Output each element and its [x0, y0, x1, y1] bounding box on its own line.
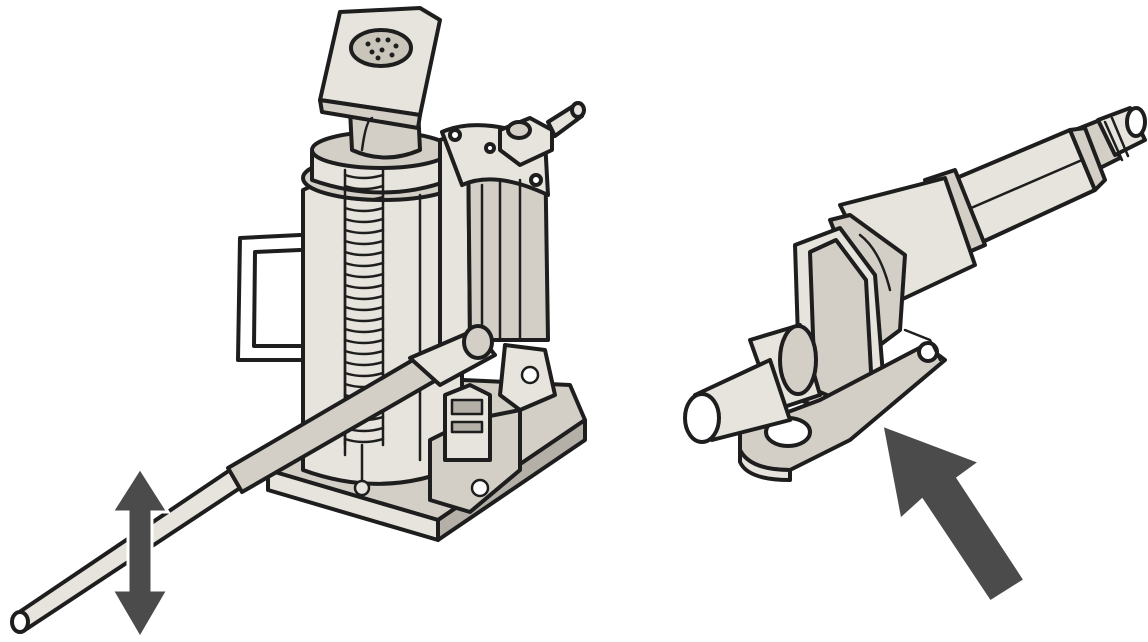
air-motor-housing [438, 101, 586, 347]
inlet-housing [793, 176, 977, 422]
output-shaft [683, 323, 822, 444]
air-inlet-assembly [683, 106, 1147, 605]
bottle-jack [10, 6, 587, 641]
saddle-grip-dots [365, 37, 399, 61]
mounting-bracket [738, 328, 947, 482]
pointer-arrow-icon [880, 422, 1028, 605]
pump-valve-block [428, 343, 557, 514]
carry-handle [236, 233, 302, 362]
jack-saddle [318, 6, 442, 160]
up-down-arrow-icon [109, 465, 171, 641]
